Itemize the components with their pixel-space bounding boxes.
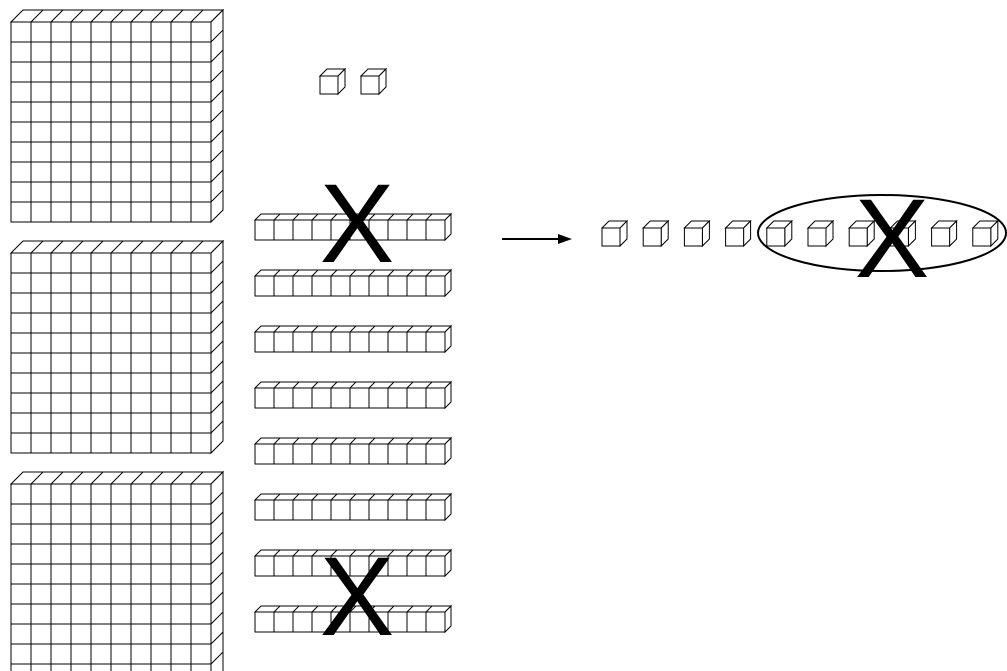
tens-rod <box>253 268 453 298</box>
unit-cube <box>765 219 794 248</box>
cross-mark-circled-ones: X <box>855 176 930 301</box>
hundreds-flat <box>9 8 225 224</box>
hundreds-flat <box>9 470 225 671</box>
unit-cube <box>847 219 876 248</box>
unit-cube <box>806 219 835 248</box>
tens-rod <box>253 604 453 634</box>
circled-ones-ellipse <box>757 194 1007 272</box>
hundreds-flat <box>9 239 225 455</box>
unit-cube <box>930 219 958 248</box>
unit-cube <box>683 219 711 248</box>
tens-rod <box>253 548 453 578</box>
unit-cube <box>971 219 1000 248</box>
tens-rod <box>253 436 453 466</box>
unit-cube <box>641 219 670 248</box>
unit-cube <box>359 67 388 96</box>
unit-cube <box>724 219 752 248</box>
regroup-arrow <box>502 234 572 244</box>
cross-mark-rod-7: X <box>320 534 395 659</box>
tens-rod <box>253 212 453 242</box>
hundreds-flats-group <box>9 8 225 671</box>
tens-rods-group <box>253 212 453 634</box>
unit-cube <box>600 219 629 248</box>
regrouped-ones-group <box>600 219 1000 248</box>
unit-cube <box>318 67 347 96</box>
cross-mark-rod-1: X <box>320 161 395 286</box>
tens-rod <box>253 380 453 410</box>
loose-ones-group <box>318 67 388 96</box>
tens-rod <box>253 492 453 522</box>
cross-marks-group: X X X <box>320 161 1007 659</box>
tens-rod <box>253 324 453 354</box>
unit-cube <box>889 219 917 248</box>
